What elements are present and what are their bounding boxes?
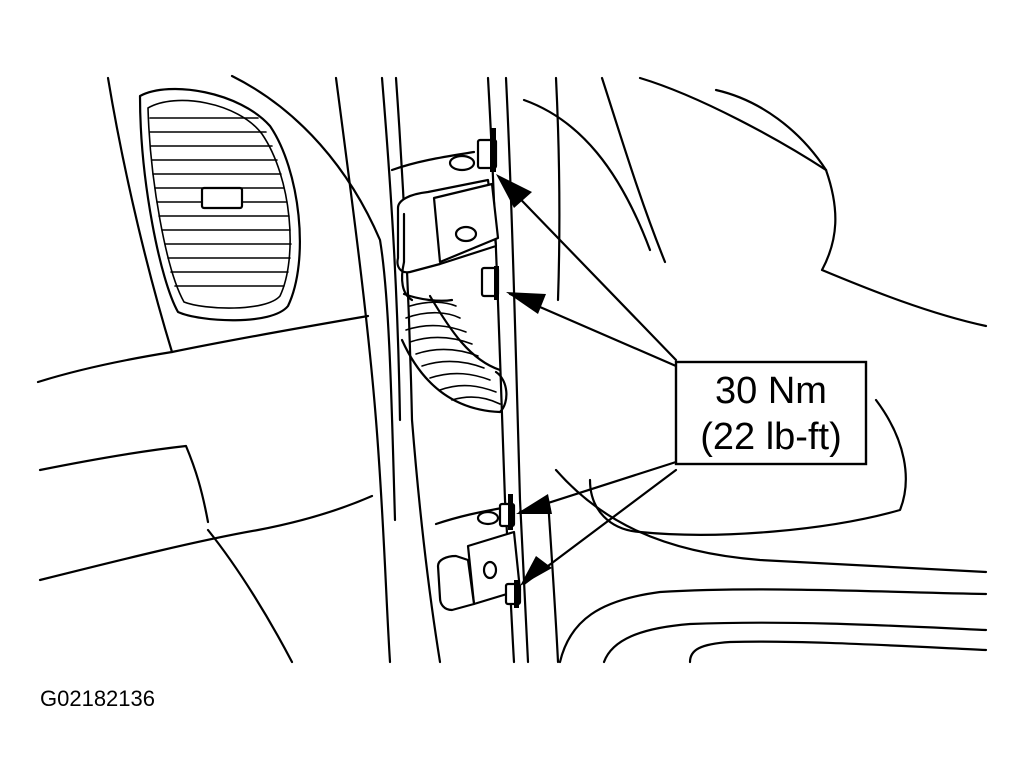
- vehicle-body: [522, 76, 988, 664]
- air-vent: [138, 87, 301, 322]
- door-pillar: [334, 76, 561, 664]
- arrowhead-3: [516, 494, 552, 514]
- torque-callout: 30 Nm (22 lb-ft): [674, 360, 868, 466]
- instrument-panel: [36, 74, 397, 664]
- lower-hinge: [434, 494, 522, 612]
- vent-knob: [200, 186, 244, 210]
- figure-id: G02182136: [40, 686, 155, 711]
- torque-imperial: (22 lb-ft): [700, 416, 841, 458]
- arrowhead-4: [520, 556, 552, 586]
- upper-hinge: [390, 128, 500, 302]
- arrowhead-2: [506, 292, 546, 314]
- callout-leaders: [496, 174, 678, 586]
- arrowhead-1: [496, 174, 532, 208]
- torque-metric: 30 Nm: [715, 370, 827, 412]
- wiring-harness-boot: [400, 292, 508, 414]
